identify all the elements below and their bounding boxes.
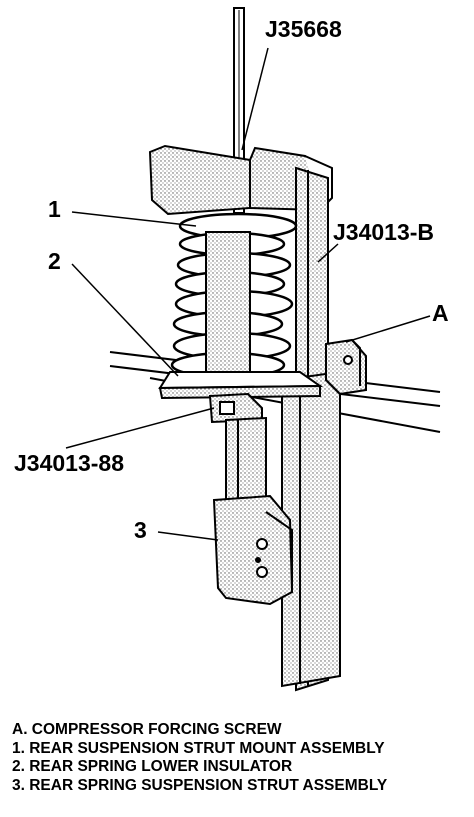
lower-adapter xyxy=(208,392,263,424)
callout-2: 2 xyxy=(48,248,61,274)
compressor-frame xyxy=(281,166,341,692)
callout-j34013-b: J34013-B xyxy=(333,219,435,245)
callout-1: 1 xyxy=(48,196,61,222)
leader-a xyxy=(345,315,431,343)
lower-insulator xyxy=(158,371,324,400)
legend-item-1: 1. REAR SUSPENSION STRUT MOUNT ASSEMBLY xyxy=(12,739,385,757)
leader-3 xyxy=(157,531,219,541)
leader-j3401388 xyxy=(65,407,215,449)
clamp-a xyxy=(325,338,367,396)
legend: A. COMPRESSOR FORCING SCREW 1. REAR SUSP… xyxy=(12,721,472,795)
leader-lines xyxy=(65,47,431,541)
legend-item-3: 3. REAR SPRING SUSPENSION STRUT ASSEMBLY xyxy=(12,776,388,794)
callout-a: A xyxy=(432,300,449,326)
leader-1 xyxy=(71,211,197,227)
callout-j35668: J35668 xyxy=(265,16,342,42)
damper-body xyxy=(205,231,251,373)
callout-j34013-88: J34013-88 xyxy=(14,450,124,476)
strut-compressor-illustration xyxy=(65,7,441,692)
leader-j35668 xyxy=(241,47,269,151)
leader-j34013b xyxy=(317,243,339,263)
legend-item-2: 2. REAR SPRING LOWER INSULATOR xyxy=(12,758,293,776)
strut-bracket xyxy=(212,494,294,606)
legend-item-a: A. COMPRESSOR FORCING SCREW xyxy=(12,721,282,738)
callout-3: 3 xyxy=(134,517,147,543)
leader-2 xyxy=(71,263,179,377)
